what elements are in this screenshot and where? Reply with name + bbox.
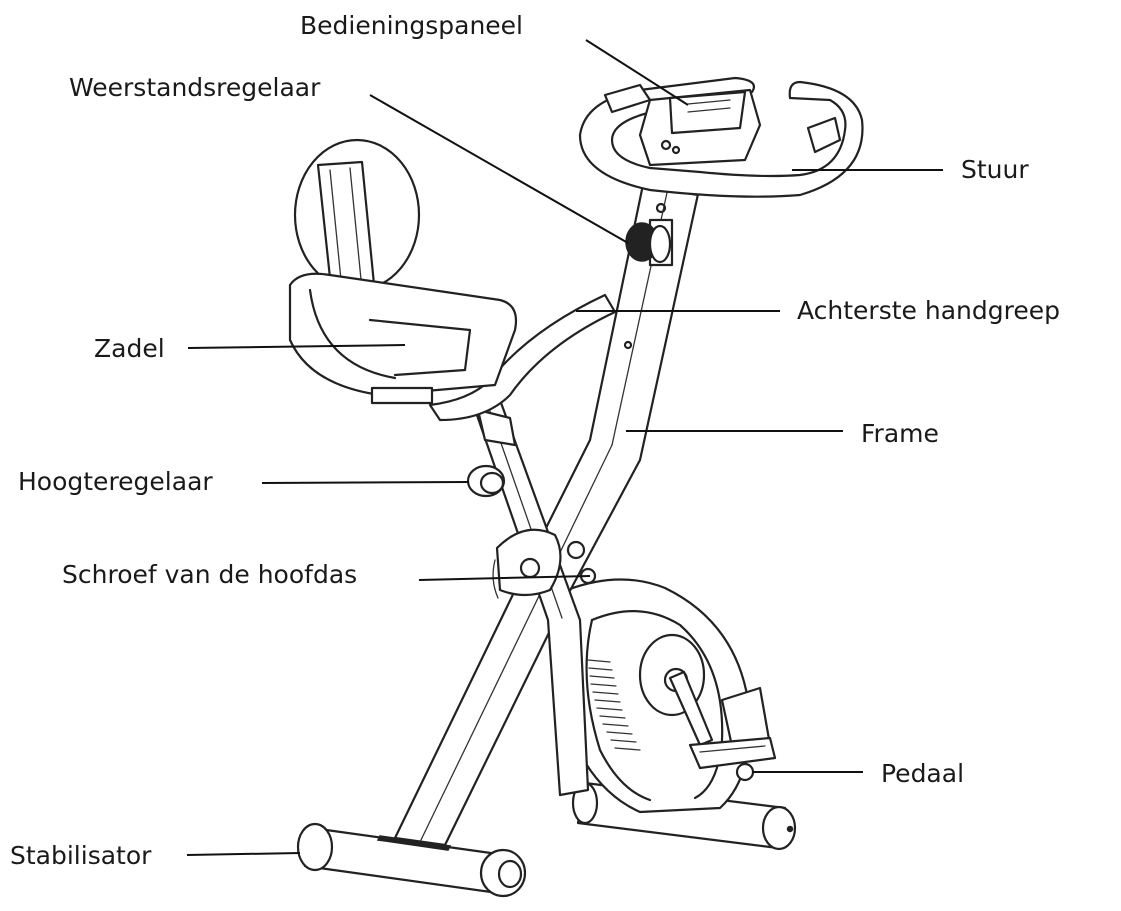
label-frame: Frame [861, 419, 939, 448]
label-achterste-handgreep: Achterste handgreep [797, 296, 1060, 325]
label-zadel: Zadel [94, 334, 165, 363]
front-stabilizer [296, 822, 527, 898]
handlebar-assembly [578, 76, 864, 198]
label-bedieningspaneel: Bedieningspaneel [300, 11, 523, 40]
resistance-knob [625, 202, 674, 267]
label-schroef-van-de-hoofdas: Schroef van de hoofdas [62, 560, 358, 589]
label-hoogteregelaar: Hoogteregelaar [18, 467, 213, 496]
label-weerstandsregelaar: Weerstandsregelaar [69, 73, 321, 102]
label-stuur: Stuur [961, 155, 1029, 184]
height-knob [466, 464, 506, 498]
housing-vents [587, 659, 641, 751]
crank-and-pedal [668, 670, 777, 782]
label-pedaal: Pedaal [881, 759, 965, 788]
leader-lines [186, 39, 943, 856]
seat-assembly [288, 138, 518, 405]
label-stabilisator: Stabilisator [10, 841, 152, 870]
